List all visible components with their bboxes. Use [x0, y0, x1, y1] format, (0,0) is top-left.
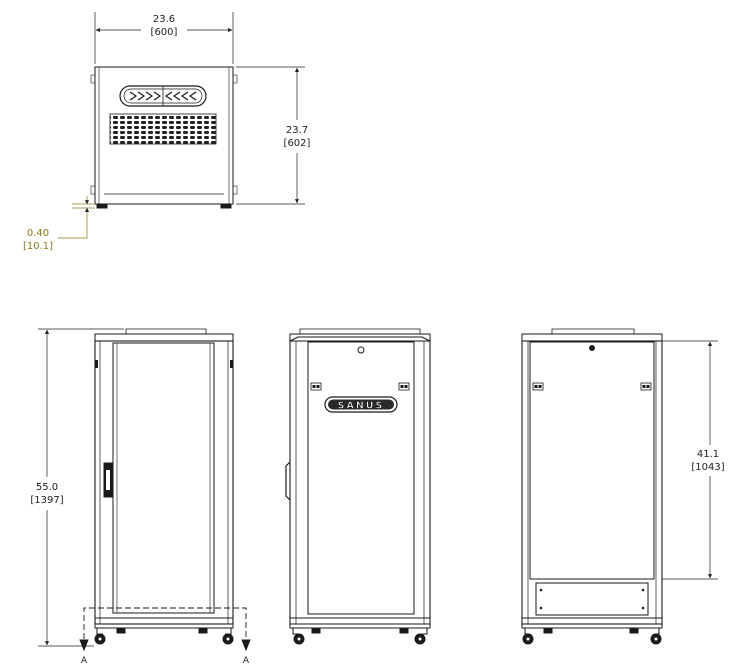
offset-mm: [10.1]: [23, 241, 53, 252]
front-door: [112, 342, 215, 614]
offset-in: 0.40: [27, 228, 49, 239]
rear-panel: [529, 341, 655, 580]
section-line: [79, 607, 251, 652]
brand-label: SANUS: [338, 401, 385, 412]
top-depth-dimension: [236, 66, 305, 205]
top-width-in: 23.6: [153, 14, 175, 25]
side-lock: [357, 346, 365, 354]
front-height-dimension: [38, 328, 124, 647]
side-view: [285, 328, 431, 645]
section-label-right: A: [243, 656, 250, 666]
side-panel: [307, 341, 415, 615]
top-width-mm: [600]: [151, 27, 178, 38]
front-height-mm: [1397]: [30, 495, 63, 506]
front-height-in: 55.0: [36, 482, 58, 493]
top-view-outline: [94, 66, 234, 205]
side-frame: [289, 336, 431, 625]
rear-height-mm: [1043]: [691, 462, 724, 473]
rear-view: [521, 328, 663, 645]
rear-height-dimension: [662, 340, 718, 580]
top-view: [90, 66, 238, 209]
rear-frame: [521, 340, 663, 625]
brand-badge: [324, 396, 398, 413]
section-label-left: A: [81, 656, 88, 666]
rear-height-in: 41.1: [697, 449, 719, 460]
rear-access-plate: [535, 582, 649, 616]
vent-grid: [109, 113, 217, 145]
top-depth-in: 23.7: [286, 125, 308, 136]
top-width-dimension: [94, 12, 234, 64]
front-frame: [94, 340, 234, 625]
rear-lock: [589, 345, 595, 351]
front-view: [94, 328, 234, 645]
offset-dimension: [58, 196, 95, 239]
top-depth-mm: [602]: [284, 138, 311, 149]
